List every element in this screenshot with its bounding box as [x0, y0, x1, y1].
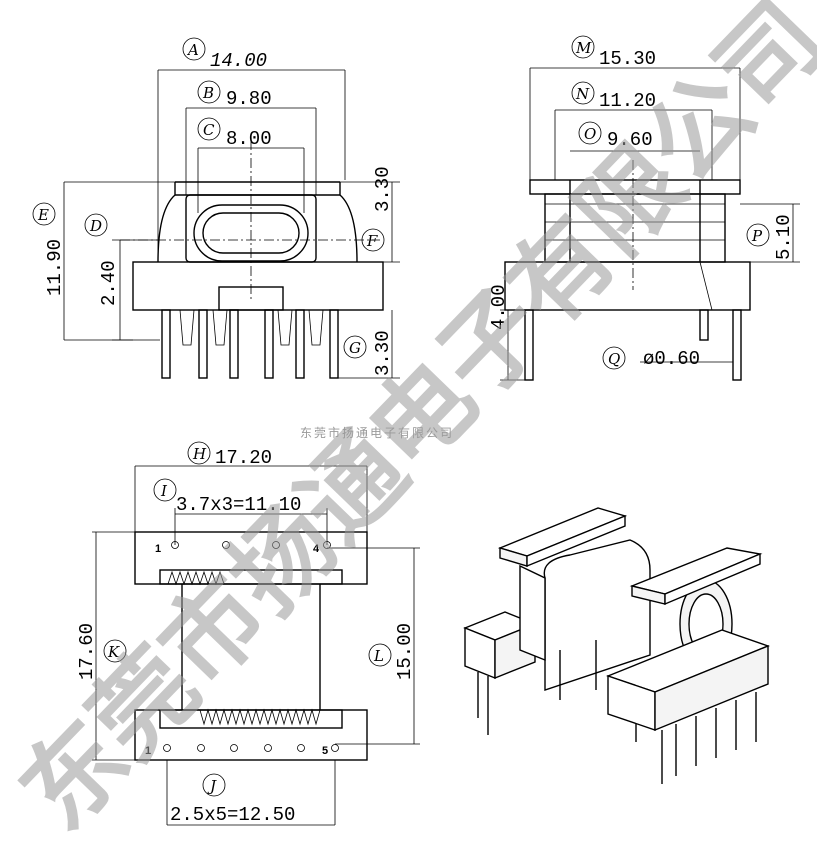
label-D: D: [89, 217, 102, 235]
label-O: O: [584, 125, 596, 143]
label-I: I: [160, 482, 168, 500]
label-J: J: [207, 777, 217, 795]
dim-Q-value: ø0.60: [643, 348, 700, 370]
label-E: E: [37, 206, 49, 224]
label-L: L: [373, 647, 384, 665]
dim-F-value: 3.30: [372, 166, 394, 212]
pin-label-bottom-last: 5: [322, 745, 328, 757]
side-view: M 15.30 N 11.20 O 9.60 P 5.10 4.00 Q ø0.…: [488, 35, 800, 381]
front-view: A 14.00 B 9.80 C 8.00 E 11.90 D 2.40: [32, 37, 400, 379]
dim-E-value: 11.90: [44, 239, 66, 296]
dim-J-value: 2.5x5=12.50: [170, 804, 295, 826]
isometric-view: [463, 507, 770, 784]
front-pins: [161, 309, 339, 379]
dim-I-value: 3.7x3=11.10: [176, 494, 301, 516]
dim-B-value: 9.80: [226, 88, 272, 110]
bottom-view: 1 4 1 5 H 17.20 I 3.7x3=11.10 K 17.60 L …: [76, 441, 420, 826]
dim-D-value: 2.40: [98, 260, 120, 306]
label-A: A: [186, 41, 199, 59]
dim-N-value: 11.20: [599, 90, 656, 112]
pin-label-top-first: 1: [155, 543, 161, 555]
label-P: P: [751, 227, 763, 245]
label-M: M: [575, 39, 592, 57]
pin-holes-bottom: [163, 744, 339, 752]
dim-A-value: 14.00: [210, 50, 267, 72]
dim-O-value: 9.60: [607, 129, 653, 151]
watermark-small: 东莞市扬通电子有限公司: [300, 425, 454, 440]
dim-H-value: 17.20: [215, 447, 272, 469]
dim-M-value: 15.30: [599, 48, 656, 70]
dim-G-value: 3.30: [372, 330, 394, 376]
dim-C-value: 8.00: [226, 128, 272, 150]
dim-K-value: 17.60: [76, 623, 98, 680]
label-C: C: [203, 121, 215, 139]
label-B: B: [202, 84, 214, 102]
label-H: H: [192, 445, 207, 463]
label-Q: Q: [608, 350, 620, 368]
label-K: K: [107, 643, 120, 661]
label-N: N: [575, 85, 590, 103]
label-F: F: [366, 232, 378, 250]
dim-L-value: 15.00: [394, 623, 416, 680]
label-G: G: [349, 339, 361, 357]
pin-label-top-last: 4: [313, 543, 320, 555]
dim-pin-length-value: 4.00: [488, 284, 510, 330]
pin-label-bottom-first: 1: [145, 745, 151, 757]
dim-P-value: 5.10: [773, 214, 795, 260]
